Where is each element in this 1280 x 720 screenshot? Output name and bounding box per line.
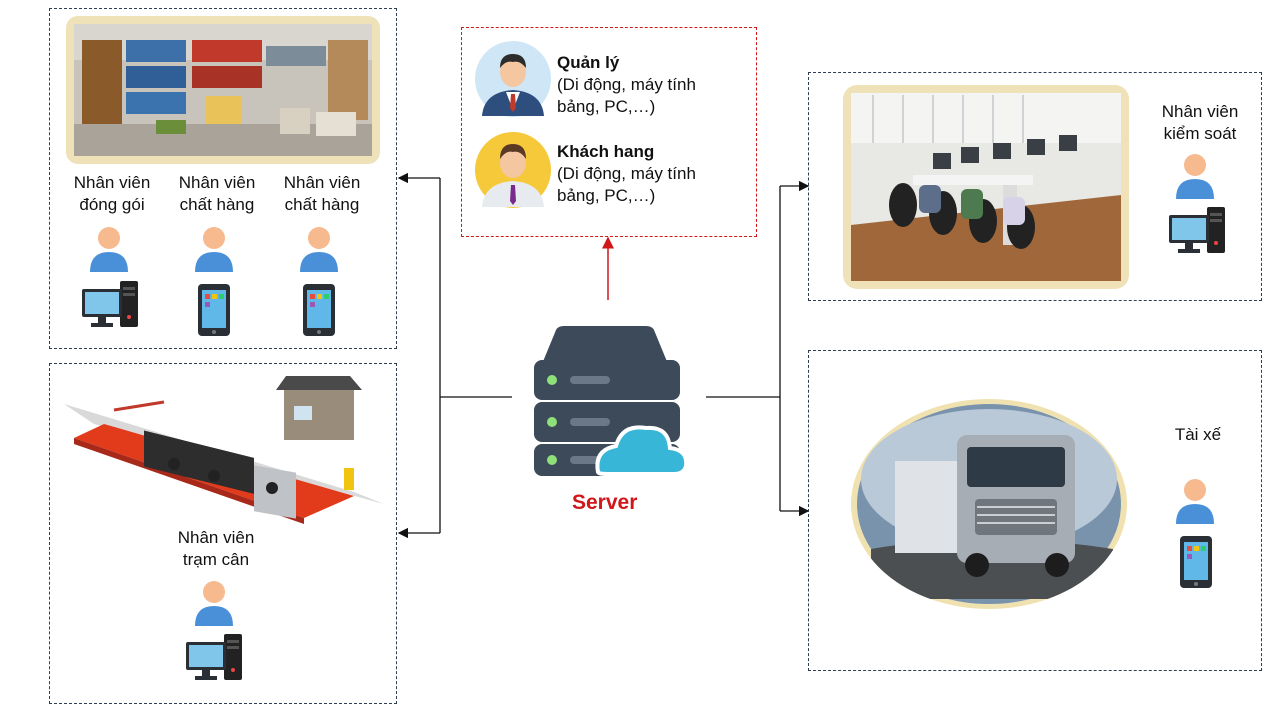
manager-role: Quản lý (Di động, máy tính bảng, PC,…): [557, 52, 752, 118]
desktop-pc-icon: [82, 281, 138, 327]
manager-title: Quản lý: [557, 53, 620, 72]
manager-detail: (Di động, máy tính bảng, PC,…): [557, 75, 696, 116]
person-icon: [1176, 154, 1214, 199]
manager-avatar-icon: [475, 41, 551, 117]
roles-box: [461, 27, 757, 237]
driver-box: [808, 350, 1262, 671]
warehouse-photo: [66, 16, 380, 164]
smartphone-icon: [303, 284, 335, 336]
control-room-box: [808, 72, 1262, 301]
staff-label-loading-2: Nhân viên chất hàng: [283, 173, 361, 214]
server-label: Server: [572, 491, 638, 514]
customer-avatar-icon: [475, 132, 551, 208]
left-connector: [397, 172, 512, 539]
person-icon: [1176, 479, 1214, 524]
control-room-photo: [843, 85, 1129, 289]
staff-label-control: Nhân viên kiểm soát: [1161, 102, 1239, 143]
server-cloud-icon: [534, 326, 688, 476]
warehouse-box: [49, 8, 397, 349]
customer-role: Khách hang (Di động, máy tính bảng, PC,……: [557, 141, 752, 207]
person-icon: [300, 227, 338, 272]
staff-label-loading-1: Nhân viên chất hàng: [178, 173, 256, 214]
staff-label-driver: Tài xế: [1174, 425, 1222, 444]
staff-label-weigh-station: Nhân viên trạm cân: [177, 528, 255, 569]
smartphone-icon: [1180, 536, 1212, 588]
truck-photo: [851, 399, 1127, 609]
person-icon: [90, 227, 128, 272]
smartphone-icon: [198, 284, 230, 336]
weigh-station-truck-photo: [64, 376, 384, 524]
right-connector: [706, 180, 810, 517]
desktop-pc-icon: [186, 634, 242, 680]
person-icon: [195, 227, 233, 272]
weigh-station-box: [49, 363, 397, 704]
customer-detail: (Di động, máy tính bảng, PC,…): [557, 164, 696, 205]
person-icon: [195, 581, 233, 626]
desktop-pc-icon: [1169, 207, 1225, 253]
customer-title: Khách hang: [557, 142, 655, 161]
staff-label-packing: Nhân viên đóng gói: [73, 173, 151, 214]
